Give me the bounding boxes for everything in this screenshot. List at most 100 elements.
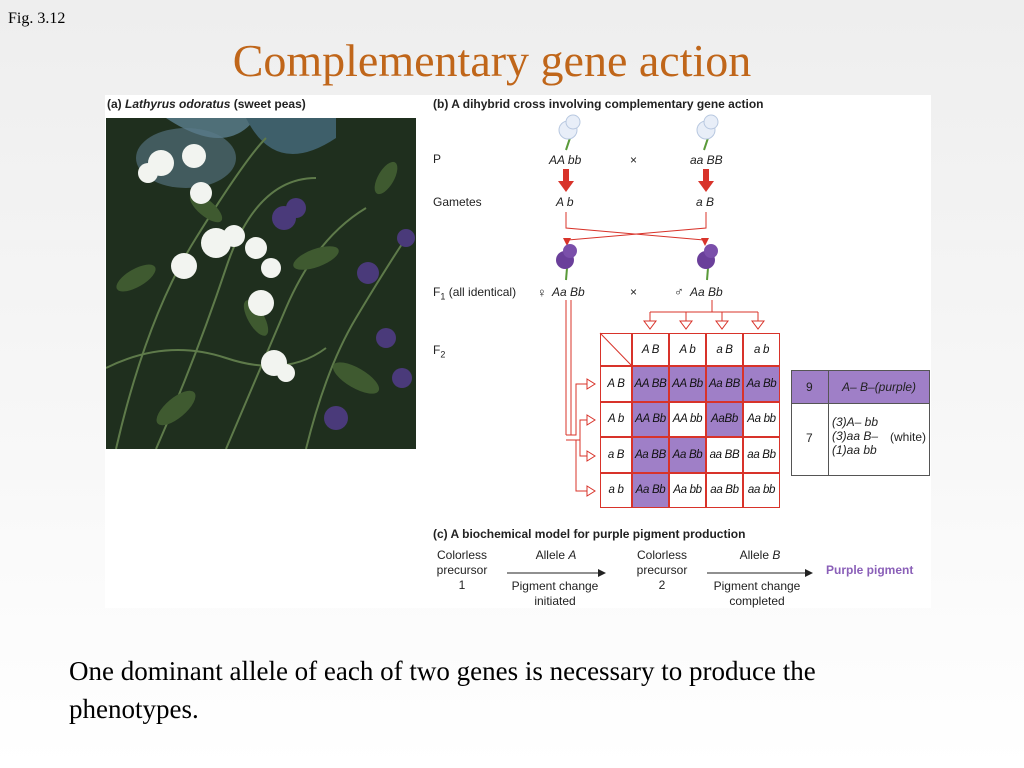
- punnett-row-header: A b: [600, 401, 632, 437]
- species-name: Lathyrus odoratus: [125, 97, 231, 111]
- punnett-row-header: A B: [600, 366, 632, 402]
- punnett-cell: aa Bb: [743, 437, 780, 473]
- parent-left-genotype: AA bb: [549, 153, 582, 167]
- punnett-cell: Aa Bb: [669, 437, 706, 473]
- step-1-line-2: initiated: [534, 594, 576, 608]
- panel-a-caption: (a) Lathyrus odoratus (sweet peas): [107, 97, 306, 111]
- arrow-right-icon: [507, 569, 606, 577]
- arrow-right-icon: [586, 485, 596, 497]
- f1-letter: F: [433, 285, 441, 299]
- arrow-right-icon: [586, 378, 596, 390]
- punnett-cell: Aa BB: [706, 366, 743, 402]
- white-flower-icon: [696, 114, 719, 151]
- punnett-col-header: a B: [706, 333, 743, 366]
- allele-a-symbol: A: [568, 548, 577, 562]
- punnett-cell: AA BB: [632, 366, 669, 402]
- row-label-gametes: Gametes: [433, 195, 482, 209]
- punnett-cell: AA bb: [669, 401, 706, 437]
- white-flower-icon: [558, 114, 581, 151]
- white-count: 7: [806, 431, 813, 445]
- arrow-right-icon: [586, 450, 596, 462]
- precursor-1-line-2: precursor: [436, 563, 488, 577]
- ratio-divider: [828, 371, 829, 475]
- punnett-cell: AA Bb: [632, 401, 669, 437]
- male-gamete-arrows: [649, 300, 759, 322]
- allele-b-symbol: B: [772, 548, 781, 562]
- purple-pigment-product: Purple pigment: [826, 563, 914, 577]
- parent-right-genotype: aa BB: [690, 153, 723, 167]
- punnett-cell: Aa bb: [743, 401, 780, 437]
- punnett-cell: AaBb: [706, 401, 743, 437]
- punnett-corner: [600, 333, 632, 366]
- precursor-2-line-2: precursor: [636, 563, 688, 577]
- step-2-line-2: completed: [729, 594, 785, 608]
- slide-caption: One dominant allele of each of two genes…: [69, 656, 816, 724]
- purple-count: 9: [806, 380, 813, 394]
- panel-c-title: (c) A biochemical model for purple pigme…: [433, 527, 746, 541]
- arrow-down-icon: [679, 320, 693, 330]
- arrow-down-icon: [701, 238, 709, 246]
- white-genotype-2: (3)aa B–: [832, 429, 879, 443]
- punnett-cell: Aa BB: [632, 437, 669, 473]
- arrow-down-icon: [643, 320, 657, 330]
- purple-ratio-row: [792, 371, 929, 404]
- punnett-cell: Aa Bb: [743, 366, 780, 402]
- allele-a-step: Allele A: [507, 548, 605, 563]
- punnett-cell: AA Bb: [669, 366, 706, 402]
- arrow-right-icon: [707, 569, 813, 577]
- figure-label: Fig. 3.12: [8, 10, 66, 27]
- f1-subscript: 1: [440, 291, 446, 302]
- f1-note: (all identical): [448, 285, 517, 299]
- sweet-pea-photo: [106, 118, 416, 449]
- step-2-line-1: Pigment change: [713, 579, 801, 593]
- punnett-cell: aa BB: [706, 437, 743, 473]
- punnett-col-header: A b: [669, 333, 706, 366]
- purple-flower-icon: [556, 244, 577, 281]
- allele-b-step: Allele B: [707, 548, 813, 563]
- male-symbol: ♂: [674, 284, 684, 299]
- row-label-f2: F2: [433, 343, 445, 359]
- arrow-down-icon: [698, 169, 714, 192]
- precursor-2-line-3: 2: [658, 578, 666, 592]
- gamete-cross-lines: [565, 212, 707, 241]
- panel-b-title: (b) A dihybrid cross involving complemen…: [433, 97, 764, 111]
- white-genotype-1: (3)A– bb: [832, 415, 879, 429]
- punnett-col-header: a b: [743, 333, 780, 366]
- step-1-description: Pigment change initiated: [500, 579, 610, 609]
- arrow-down-icon: [715, 320, 729, 330]
- purple-phenotype: A– B–(purple): [842, 380, 917, 394]
- purple-flower-icon: [697, 244, 718, 281]
- gamete-left: A b: [556, 195, 574, 209]
- f1-cross-symbol: ×: [630, 285, 638, 299]
- step-1-line-1: Pigment change: [511, 579, 599, 593]
- f1-right-genotype: Aa Bb: [690, 285, 723, 299]
- punnett-corner-diagonal: [599, 332, 633, 367]
- arrow-right-icon: [586, 414, 596, 426]
- precursor-2-line-1: Colorless: [636, 548, 687, 562]
- allele-a-label: Allele A: [535, 548, 577, 562]
- row-label-p: P: [433, 152, 442, 166]
- row-label-f1: F1 (all identical): [433, 285, 516, 301]
- precursor-1-line-3: 1: [458, 578, 466, 592]
- punnett-col-header: A B: [632, 333, 669, 366]
- punnett-cell: Aa Bb: [632, 472, 669, 508]
- white-genotype-list: (3)A– bb (3)aa B– (1)aa bb: [832, 415, 878, 457]
- punnett-row-header: a b: [600, 472, 632, 508]
- colorless-precursor-2: Colorless precursor 2: [628, 548, 696, 593]
- arrow-down-icon: [751, 320, 765, 330]
- female-gamete-arrows: [565, 300, 588, 492]
- f2-subscript: 2: [440, 349, 446, 360]
- arrow-down-icon: [558, 169, 574, 192]
- punnett-row-header: a B: [600, 437, 632, 473]
- female-symbol: ♀: [537, 285, 547, 300]
- white-genotype-3: (1)aa bb: [832, 443, 877, 457]
- punnett-cell: aa bb: [743, 472, 780, 508]
- panel-a-label: (a): [107, 97, 122, 111]
- white-phenotype: (white): [890, 430, 927, 444]
- sweet-pea-photo-art: [106, 118, 416, 449]
- step-2-description: Pigment change completed: [702, 579, 812, 609]
- f1-left-genotype: Aa Bb: [552, 285, 585, 299]
- punnett-cell: aa Bb: [706, 472, 743, 508]
- phenotype-ratio-box: 9 A– B–(purple) 7 (3)A– bb (3)aa B– (1)a…: [791, 370, 930, 476]
